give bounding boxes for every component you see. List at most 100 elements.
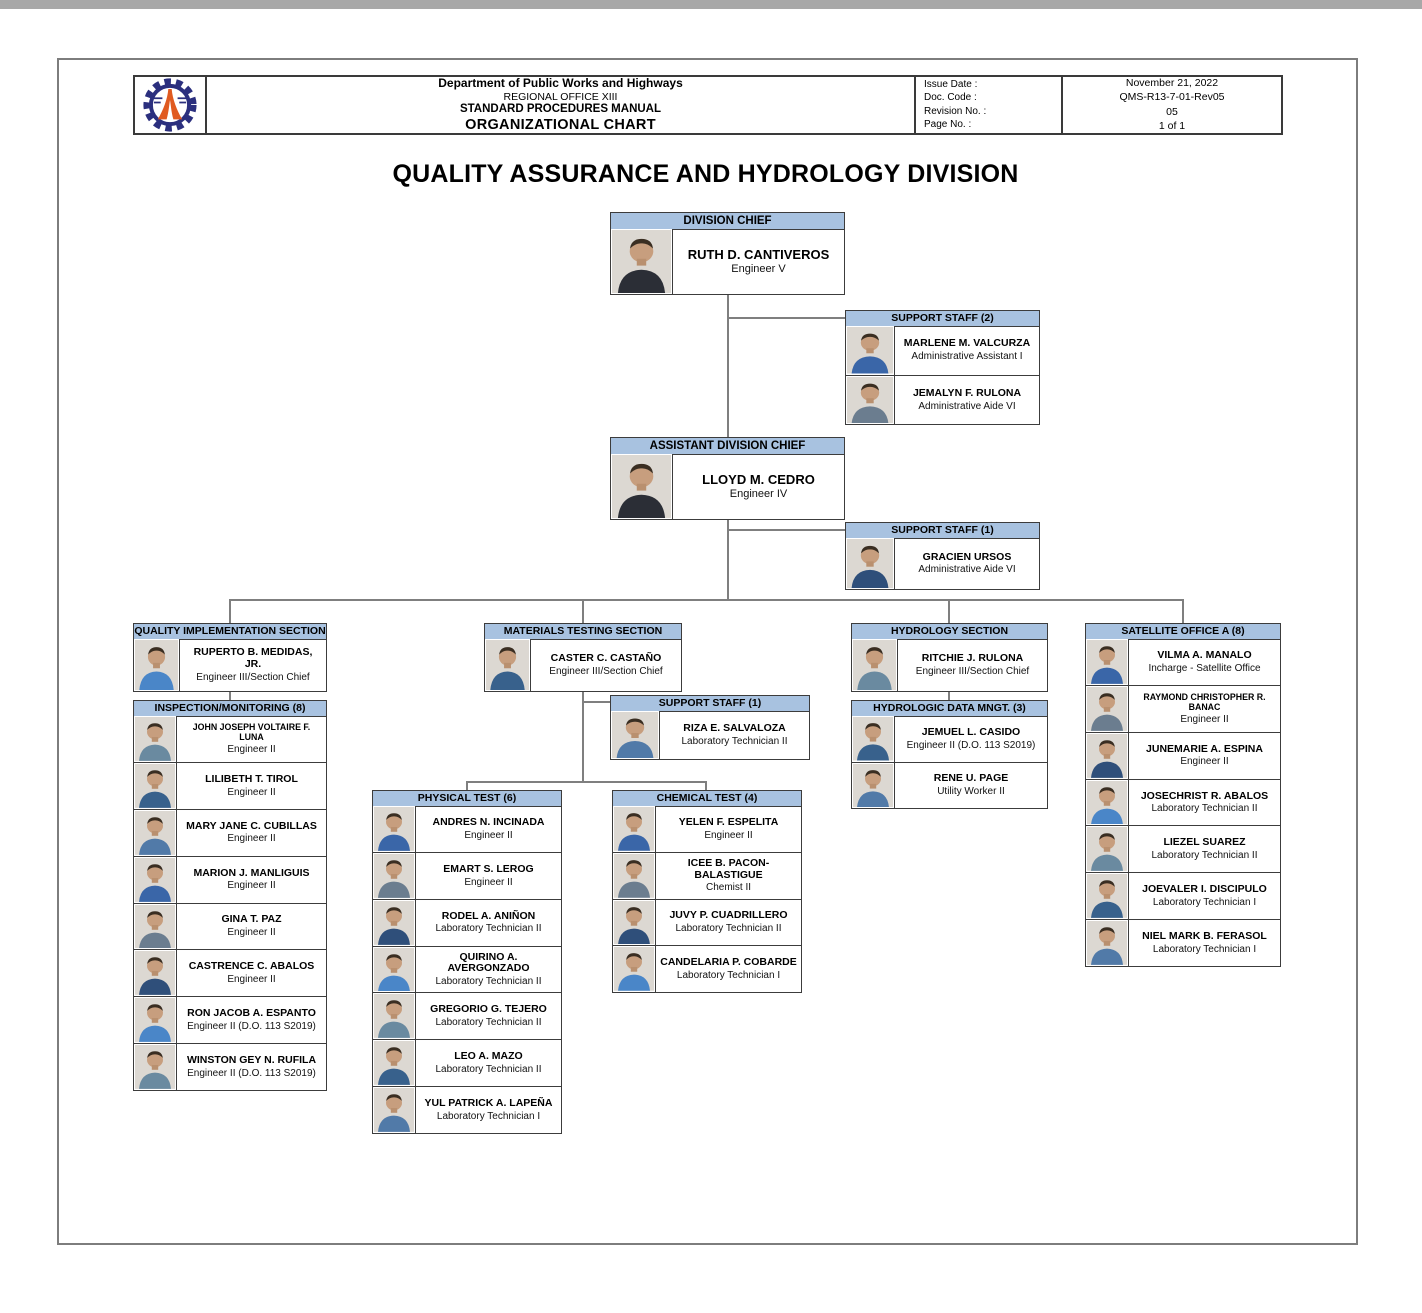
person-name: YUL PATRICK A. LAPEÑA: [424, 1097, 553, 1110]
person-photo: [1086, 873, 1129, 920]
person-title: Engineer II: [464, 876, 513, 888]
window-edge-bar: [0, 0, 1422, 9]
unit-header: SATELLITE OFFICE A (8): [1086, 624, 1280, 640]
person-name: YELEN F. ESPELITA: [678, 815, 779, 828]
person-photo: [852, 639, 898, 691]
unit-header: CHEMICAL TEST (4): [613, 791, 801, 807]
connector-line: [582, 599, 584, 623]
person-name: JEMALYN F. RULONA: [912, 386, 1022, 399]
person-name: LLOYD M. CEDRO: [702, 471, 815, 487]
person-name: JEMUEL L. CASIDO: [921, 725, 1021, 738]
person-name: RON JACOB A. ESPANTO: [187, 1007, 316, 1020]
person-name: ICEE B. PACON-BALASTIGUE: [687, 856, 770, 881]
person-title: Engineer II (D.O. 113 S2019): [906, 739, 1036, 751]
person-name: VILMA A. MANALO: [1157, 648, 1252, 661]
person-name: RUTH D. CANTIVEROS: [687, 246, 830, 262]
person-title: Engineer V: [731, 263, 786, 276]
meta-labels: Issue Date : Doc. Code : Revision No. : …: [916, 77, 1063, 133]
person-photo: [134, 809, 177, 856]
doc-code-value: QMS-R13-7-01-Rev05: [1119, 91, 1225, 104]
person-photo: [1086, 639, 1129, 685]
revision-no-label: Revision No. :: [924, 105, 987, 117]
connector-line: [229, 692, 231, 701]
person-photo: [134, 716, 177, 762]
person-photo: [846, 326, 895, 375]
person-photo: [613, 806, 656, 852]
person-photo: [613, 852, 656, 899]
connector-line: [728, 317, 845, 319]
materials-testing-section-box: MATERIALS TESTING SECTION CASTER C. CAST…: [484, 623, 682, 692]
person-title: Engineer III/Section Chief: [915, 665, 1030, 677]
chart-doc-title: ORGANIZATIONAL CHART: [465, 116, 656, 133]
person-title: Engineer IV: [729, 488, 788, 501]
hydrology-section-box: HYDROLOGY SECTION RITCHIE J. RULONA Engi…: [851, 623, 1048, 692]
person-name: LILIBETH T. TIROL: [205, 772, 298, 785]
connector-line: [229, 599, 231, 623]
connector-line: [705, 781, 707, 791]
department-name: Department of Public Works and Highways: [438, 76, 683, 91]
person-name: WINSTON GEY N. RUFILA: [186, 1054, 317, 1067]
person-name: MARION J. MANLIGUIS: [193, 866, 310, 879]
connector-line: [466, 781, 707, 783]
person-name: JOHN JOSEPH VOLTAIRE F. LUNA: [192, 722, 311, 742]
person-name: EMART S. LEROG: [443, 862, 534, 875]
person-name: RUPERTO B. MEDIDAS, JR.: [193, 646, 313, 670]
person-title: Engineer II: [227, 880, 276, 892]
person-photo: [1086, 920, 1129, 967]
issue-date-value: November 21, 2022: [1125, 77, 1219, 90]
connector-line: [948, 692, 950, 701]
person-title: Engineer III/Section Chief: [549, 665, 663, 677]
section-header: QUALITY IMPLEMENTATION SECTION: [134, 624, 326, 640]
person-title: Engineer II: [227, 833, 276, 845]
person-name: JOSECHRIST R. ABALOS: [1140, 789, 1269, 802]
person-name: GRACIEN URSOS: [922, 550, 1012, 563]
person-name: LIEZEL SUAREZ: [1163, 836, 1246, 849]
person-name: CASTER C. CASTAÑO: [550, 652, 662, 665]
support-staff-header: SUPPORT STAFF (1): [611, 696, 809, 712]
person-photo: [1086, 685, 1129, 732]
person-name: QUIRINO A. AVERGONZADO: [447, 950, 530, 975]
manual-name: STANDARD PROCEDURES MANUAL: [459, 102, 662, 115]
doc-code-label: Doc. Code :: [924, 92, 977, 103]
person-title: Laboratory Technician II: [681, 735, 788, 747]
person-title: Laboratory Technician II: [435, 923, 542, 935]
regional-office: REGIONAL OFFICE XIII: [503, 90, 618, 103]
connector-line: [728, 529, 845, 531]
person-photo: [485, 639, 531, 691]
person-name: RODEL A. ANIÑON: [441, 909, 536, 922]
person-title: Engineer III/Section Chief: [196, 671, 310, 683]
person-name: RENE U. PAGE: [933, 772, 1009, 785]
person-name: MARLENE M. VALCURZA: [903, 337, 1031, 350]
inspection-monitoring-box: INSPECTION/MONITORING (8) JOHN JOSEPH VO…: [133, 700, 327, 1091]
person-photo: [373, 1087, 416, 1134]
person-title: Laboratory Technician I: [1152, 943, 1257, 955]
connector-line: [1182, 599, 1184, 623]
section-header: MATERIALS TESTING SECTION: [485, 624, 681, 640]
person-photo: [613, 946, 656, 992]
person-photo: [134, 856, 177, 903]
connector-line: [583, 701, 611, 703]
person-title: Engineer II (D.O. 113 S2019): [187, 1020, 316, 1032]
connector-line: [582, 692, 584, 782]
person-photo: [1086, 779, 1129, 826]
person-title: Laboratory Technician II: [1151, 803, 1258, 815]
person-photo: [373, 899, 416, 946]
person-title: Laboratory Technician II: [435, 1017, 542, 1029]
person-photo: [373, 993, 416, 1040]
